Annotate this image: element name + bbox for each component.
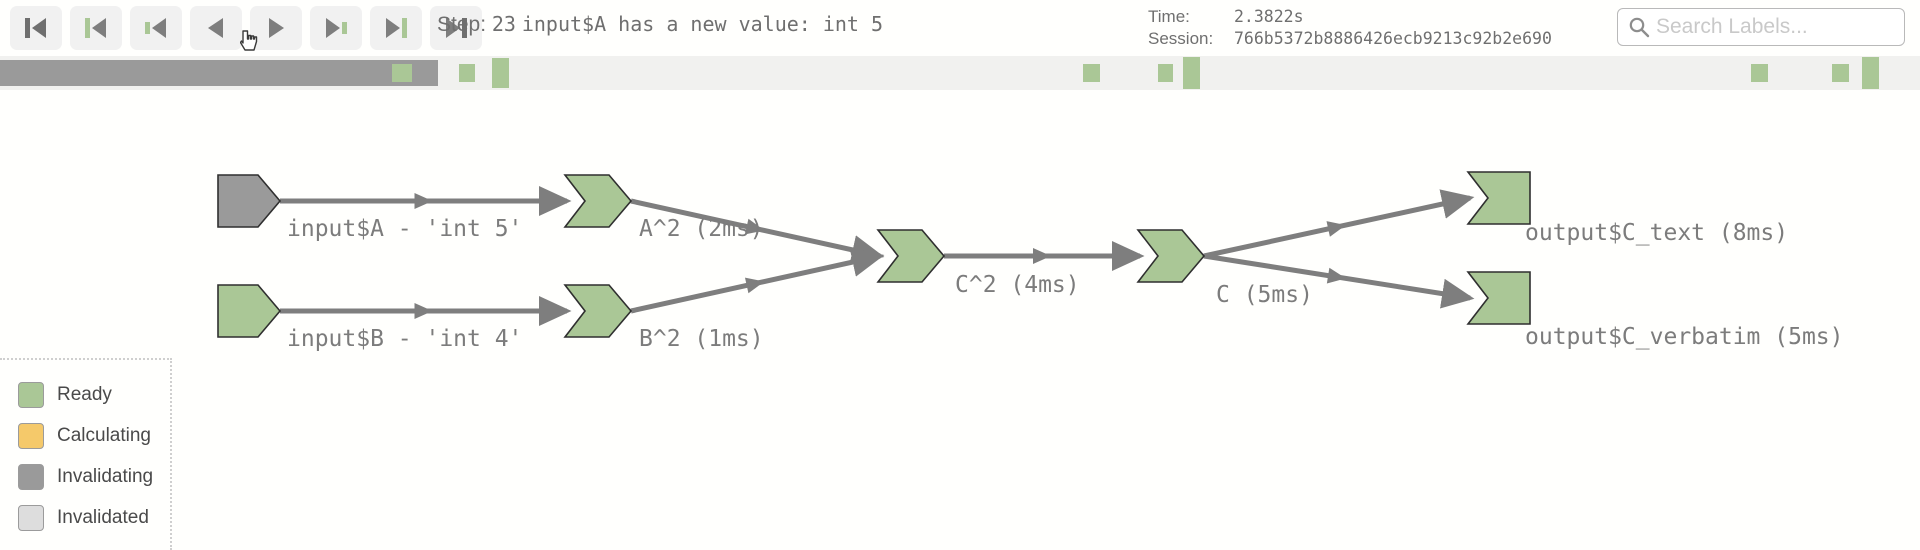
- step-number: 23: [491, 12, 516, 36]
- step-forward-marker-button[interactable]: [310, 6, 362, 50]
- graph-canvas: [217, 171, 1531, 338]
- time-value: 2.3822s: [1234, 7, 1304, 26]
- legend-swatch: [18, 381, 44, 408]
- triangle-right-small-bar-icon: [326, 18, 347, 38]
- graph-node-Ctext[interactable]: [1466, 171, 1531, 225]
- graph-edge-arrowhead: [414, 303, 433, 319]
- legend-row: Ready: [18, 374, 170, 415]
- small-bar-left-triangle-left-icon: [145, 18, 166, 38]
- step-back-button[interactable]: [190, 6, 242, 50]
- timeline-tick[interactable]: [458, 64, 475, 82]
- timeline-tick[interactable]: [391, 64, 412, 82]
- step-back-marker-button[interactable]: [130, 6, 182, 50]
- graph-edge-arrowhead: [1326, 221, 1346, 237]
- triangle-right-icon: [269, 18, 284, 38]
- timeline-tick[interactable]: [491, 58, 509, 88]
- bar-left-triangle-left-icon: [25, 18, 46, 38]
- timeline-progress[interactable]: [0, 60, 438, 86]
- step-status: Step: 23 input$A has a new value: int 5: [437, 10, 883, 39]
- step-forward-session-button[interactable]: [370, 6, 422, 50]
- playback-controls: [10, 6, 482, 50]
- step-message: input$A has a new value: int 5: [521, 12, 884, 36]
- triangle-right-bar-green-icon: [386, 18, 407, 38]
- timeline-tick[interactable]: [1182, 57, 1200, 89]
- timeline-scrubber[interactable]: [0, 56, 1920, 90]
- jump-to-end-button[interactable]: [430, 6, 482, 50]
- legend-row: Invalidated: [18, 497, 170, 538]
- search-input[interactable]: [1656, 15, 1894, 39]
- legend-label: Invalidated: [57, 506, 149, 528]
- step-forward-button[interactable]: [250, 6, 302, 50]
- graph-edge-arrowhead: [744, 218, 765, 235]
- graph-nodes: [217, 171, 1531, 338]
- legend-label: Ready: [57, 383, 112, 405]
- session-value: 766b5372b8886426ecb9213c92b2e690: [1234, 29, 1552, 48]
- graph-node-label-inputA: input$A - 'int 5': [287, 216, 523, 242]
- triangle-right-bar-icon: [446, 18, 467, 38]
- legend-row: Invalidating: [18, 456, 170, 497]
- timeline-tick[interactable]: [1831, 64, 1849, 82]
- graph-node-A2[interactable]: [563, 174, 633, 228]
- timeline-tick[interactable]: [1157, 64, 1173, 82]
- graph-node-C[interactable]: [1136, 229, 1206, 283]
- graph-node-inputB[interactable]: [217, 284, 282, 338]
- graph-node-label-A2: A^2 (2ms): [639, 216, 764, 242]
- graph-node-label-Ctext: output$C_text (8ms): [1525, 220, 1789, 246]
- step-back-session-button[interactable]: [70, 6, 122, 50]
- graph-node-label-C2: C^2 (4ms): [955, 272, 1080, 298]
- reactive-graph: input$A - 'int 5' input$B - 'int 4' A^2 (2…: [0, 90, 1920, 550]
- graph-node-Cverb[interactable]: [1466, 271, 1531, 325]
- bar-left-green-triangle-left-icon: [85, 18, 106, 38]
- graph-node-B2[interactable]: [563, 284, 633, 338]
- top-toolbar: Step: 23 input$A has a new value: int 5 …: [0, 0, 1920, 58]
- session-meta: Time: 2.3822s Session: 766b5372b8886426e…: [1148, 6, 1552, 50]
- triangle-left-icon: [208, 18, 223, 38]
- session-row: Session: 766b5372b8886426ecb9213c92b2e69…: [1148, 28, 1552, 50]
- search-box[interactable]: [1617, 8, 1905, 46]
- time-row: Time: 2.3822s: [1148, 6, 1552, 28]
- jump-to-start-button[interactable]: [10, 6, 62, 50]
- timeline-tick[interactable]: [1082, 64, 1100, 82]
- graph-edge-arrowhead: [1326, 267, 1346, 284]
- graph-edge-arrowhead: [414, 193, 433, 209]
- graph-edge-arrowhead: [1033, 248, 1051, 264]
- graph-node-label-B2: B^2 (1ms): [639, 326, 764, 352]
- graph-edge-arrowhead: [744, 277, 765, 294]
- graph-node-inputA[interactable]: [217, 174, 282, 228]
- graph-node-C2[interactable]: [876, 229, 946, 283]
- timeline-tick[interactable]: [1751, 64, 1769, 82]
- search-icon: [1629, 17, 1650, 38]
- legend-swatch: [18, 504, 44, 531]
- legend-label: Calculating: [57, 424, 151, 446]
- step-label: Step:: [437, 13, 487, 36]
- timeline-tick[interactable]: [1862, 57, 1880, 89]
- graph-node-label-C: C (5ms): [1216, 282, 1313, 308]
- graph-node-label-inputB: input$B - 'int 4': [287, 326, 523, 352]
- graph-edges: [280, 186, 1475, 326]
- legend-label: Invalidating: [57, 465, 154, 487]
- legend-swatch: [18, 463, 44, 490]
- pointer-hand-cursor-icon: [239, 28, 262, 59]
- time-label: Time:: [1148, 7, 1190, 26]
- session-label: Session:: [1148, 29, 1214, 48]
- legend-swatch: [18, 422, 44, 449]
- legend-row: Calculating: [18, 415, 170, 456]
- graph-node-label-Cverb: output$C_verbatim (5ms): [1525, 324, 1844, 350]
